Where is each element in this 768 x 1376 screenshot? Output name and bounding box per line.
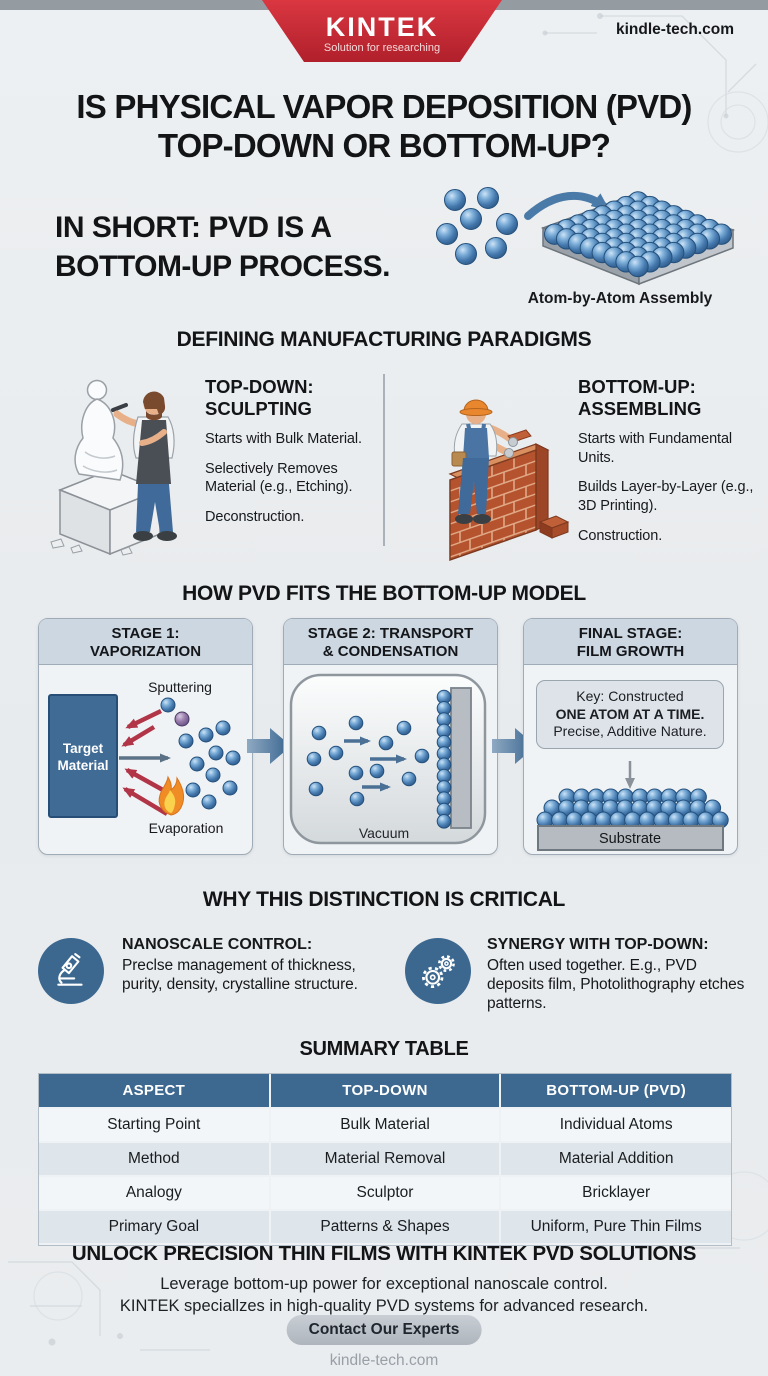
nanoscale-icon-circle (38, 938, 104, 1004)
website-link-footer[interactable]: kindle-tech.com (329, 1352, 439, 1369)
condensed-atom-column (436, 689, 452, 829)
film-growth-keybox: Key: Constructed ONE ATOM AT A TIME. Pre… (536, 680, 724, 749)
brand-logo: KINTEK (325, 12, 439, 42)
page-title-line2: TOP-DOWN OR BOTTOM-UP? (157, 126, 611, 164)
top-down-point: Starts with Bulk Material. (205, 431, 362, 448)
atom-grid (544, 191, 732, 278)
table-row: Primary Goal Patterns & Shapes Uniform, … (39, 1209, 731, 1245)
curved-arrow-icon (524, 191, 610, 220)
brand-tagline: Solution for researching (323, 42, 441, 54)
table-row: Starting Point Bulk Material Individual … (39, 1107, 731, 1143)
target-label-line2: Material (57, 758, 108, 773)
nanoscale-title: NANOSCALE CONTROL: (122, 936, 313, 953)
critical-heading: WHY THIS DISTINCTION IS CRITICAL (202, 888, 566, 911)
column-divider (383, 374, 385, 546)
synergy-item: SYNERGY WITH TOP-DOWN: Often used togeth… (487, 936, 755, 1014)
stage1-card: STAGE 1: VAPORIZATION Target Material Sp… (38, 618, 253, 855)
transport-atoms (306, 715, 430, 807)
column-header: TOP-DOWN (268, 1074, 502, 1109)
top-down-column: TOP-DOWN: SCULPTING Starts with Bulk Mat… (205, 376, 387, 538)
summary-table: ASPECT TOP-DOWN BOTTOM-UP (PVD) Starting… (38, 1073, 732, 1246)
process-heading: HOW PVD FITS THE BOTTOM-UP MODEL (182, 582, 586, 605)
sputtering-label: Sputtering (148, 679, 212, 695)
synergy-title: SYNERGY WITH TOP-DOWN: (487, 936, 709, 953)
stage1-diagram: Target Material Sputtering Evaporation (48, 679, 241, 836)
column-header: BOTTOM-UP (PVD) (499, 1074, 731, 1109)
contact-experts-button[interactable]: Contact Our Experts (286, 1315, 482, 1345)
sputtering-arrows (121, 708, 174, 816)
film-atom-pile (536, 788, 729, 829)
synergy-icon-circle (405, 938, 471, 1004)
nanoscale-item: NANOSCALE CONTROL: Preclse management of… (122, 936, 390, 994)
substrate-label: Substrate (599, 831, 661, 847)
bottom-up-point: Construction. (578, 527, 663, 544)
page-title-line1: IS PHYSICAL VAPOR DEPOSITION (PVD) (76, 88, 692, 125)
nanoscale-text: Preclse management of thickness, purity,… (122, 957, 358, 994)
stage2-card: STAGE 2: TRANSPORT & CONDENSATION Vacuum (283, 618, 498, 855)
atom-scatter (436, 187, 518, 265)
stage1-header: STAGE 1: VAPORIZATION (39, 619, 252, 665)
loose-brick (538, 515, 570, 539)
diagram-caption: Atom-by-Atom Assembly (527, 290, 713, 307)
stage3-body: Key: Constructed ONE ATOM AT A TIME. Pre… (524, 667, 736, 853)
synergy-text: Often used together. E.g., PVD deposits … (487, 957, 745, 1013)
top-down-point: Deconstruction. (205, 509, 305, 526)
flow-arrow-icon (247, 728, 291, 764)
cta-line2: KINTEK speciallzes in high-quality PVD s… (119, 1297, 649, 1315)
top-down-title: TOP-DOWN: SCULPTING (205, 376, 314, 420)
table-header-row: ASPECT TOP-DOWN BOTTOM-UP (PVD) (39, 1074, 731, 1109)
bricklayer-illustration (448, 399, 570, 562)
film-substrate-diagram: Substrate (536, 788, 729, 851)
brand-ribbon (262, 0, 502, 62)
stage2-header: STAGE 2: TRANSPORT & CONDENSATION (284, 619, 497, 665)
answer-line2: BOTTOM-UP PROCESS. (55, 250, 390, 283)
cta-line1: Leverage bottom-up power for exceptional… (160, 1275, 608, 1293)
column-header: ASPECT (39, 1074, 271, 1109)
answer-statement: IN SHORT: PVD IS A BOTTOM-UP PROCESS. (55, 208, 455, 286)
bottom-up-point: Builds Layer-by-Layer (e.g., 3D Printing… (578, 479, 754, 515)
microscope-icon (57, 953, 83, 986)
top-down-point: Selectively Removes Material (e.g., Etch… (205, 460, 353, 496)
stage3-card: FINAL STAGE: FILM GROWTH Key: Constructe… (523, 618, 738, 855)
stage3-header: FINAL STAGE: FILM GROWTH (524, 619, 737, 665)
answer-line1: IN SHORT: PVD IS A (55, 211, 332, 244)
page-title: IS PHYSICAL VAPOR DEPOSITION (PVD) TOP-D… (0, 88, 768, 166)
vacuum-label: Vacuum (359, 825, 409, 841)
cta-heading: UNLOCK PRECISION THIN FILMS WITH KINTEK … (71, 1242, 697, 1265)
transport-arrows (344, 736, 407, 792)
evaporation-label: Evaporation (149, 820, 224, 836)
gears-icon (422, 955, 455, 988)
substrate-bar (537, 825, 724, 851)
bottom-up-point: Starts with Fundamental Units. (578, 431, 733, 466)
flame-icon (158, 775, 185, 816)
website-link-top[interactable]: kindle-tech.com (616, 21, 734, 38)
paradigms-heading: DEFINING MANUFACTURING PARADIGMS (176, 328, 592, 351)
down-arrow-icon (625, 761, 635, 789)
table-heading: SUMMARY TABLE (299, 1038, 469, 1060)
stage2-diagram: Vacuum (289, 673, 487, 845)
deposition-plate (450, 687, 472, 829)
target-label-line1: Target (63, 741, 104, 756)
bottom-up-title: BOTTOM-UP: ASSEMBLING (578, 376, 702, 420)
vapor-atoms (178, 720, 241, 810)
bottom-up-column: BOTTOM-UP: ASSEMBLING Starts with Fundam… (578, 376, 760, 556)
atom-assembly-diagram (436, 187, 736, 286)
table-row: Analogy Sculptor Bricklayer (39, 1175, 731, 1211)
sculptor-illustration (50, 379, 177, 556)
table-row: Method Material Removal Material Additio… (39, 1141, 731, 1177)
